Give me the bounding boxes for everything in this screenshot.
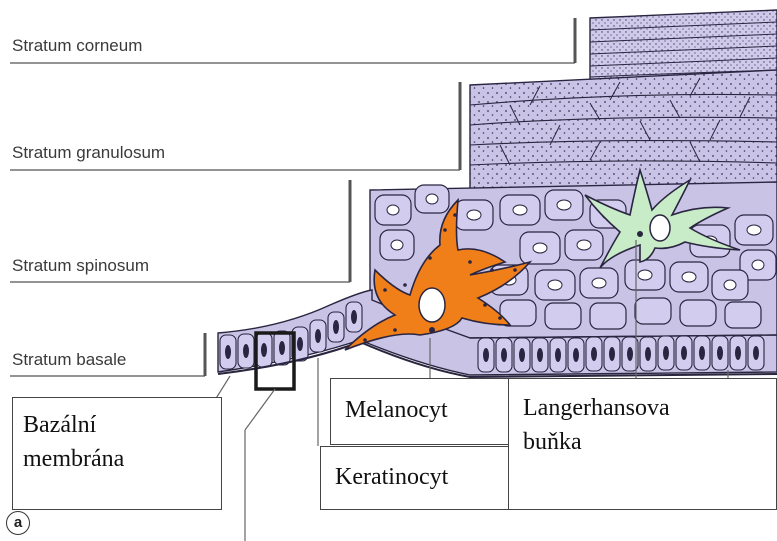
callout-basal-membrane-line2: membrána — [23, 442, 211, 476]
panel-letter: a — [6, 511, 30, 535]
callout-keratinocyte: Keratinocyt — [320, 446, 510, 510]
label-stratum-spinosum: Stratum spinosum — [12, 256, 149, 276]
callout-langerhans: Langerhansova buňka — [508, 378, 777, 510]
callout-basal-membrane-line1: Bazální — [23, 408, 211, 442]
stratum-granulosum-tissue — [470, 70, 777, 190]
callout-melanocyte-label: Melanocyt — [345, 393, 495, 427]
callout-basal-membrane: Bazální membrána — [12, 397, 222, 510]
label-stratum-corneum: Stratum corneum — [12, 36, 142, 56]
label-stratum-granulosum: Stratum granulosum — [12, 143, 165, 163]
callout-langerhans-line2: buňka — [523, 425, 762, 459]
callout-melanocyte: Melanocyt — [330, 378, 510, 445]
callout-keratinocyte-label: Keratinocyt — [335, 460, 495, 494]
label-stratum-basale: Stratum basale — [12, 350, 126, 370]
callout-langerhans-line1: Langerhansova — [523, 391, 762, 425]
